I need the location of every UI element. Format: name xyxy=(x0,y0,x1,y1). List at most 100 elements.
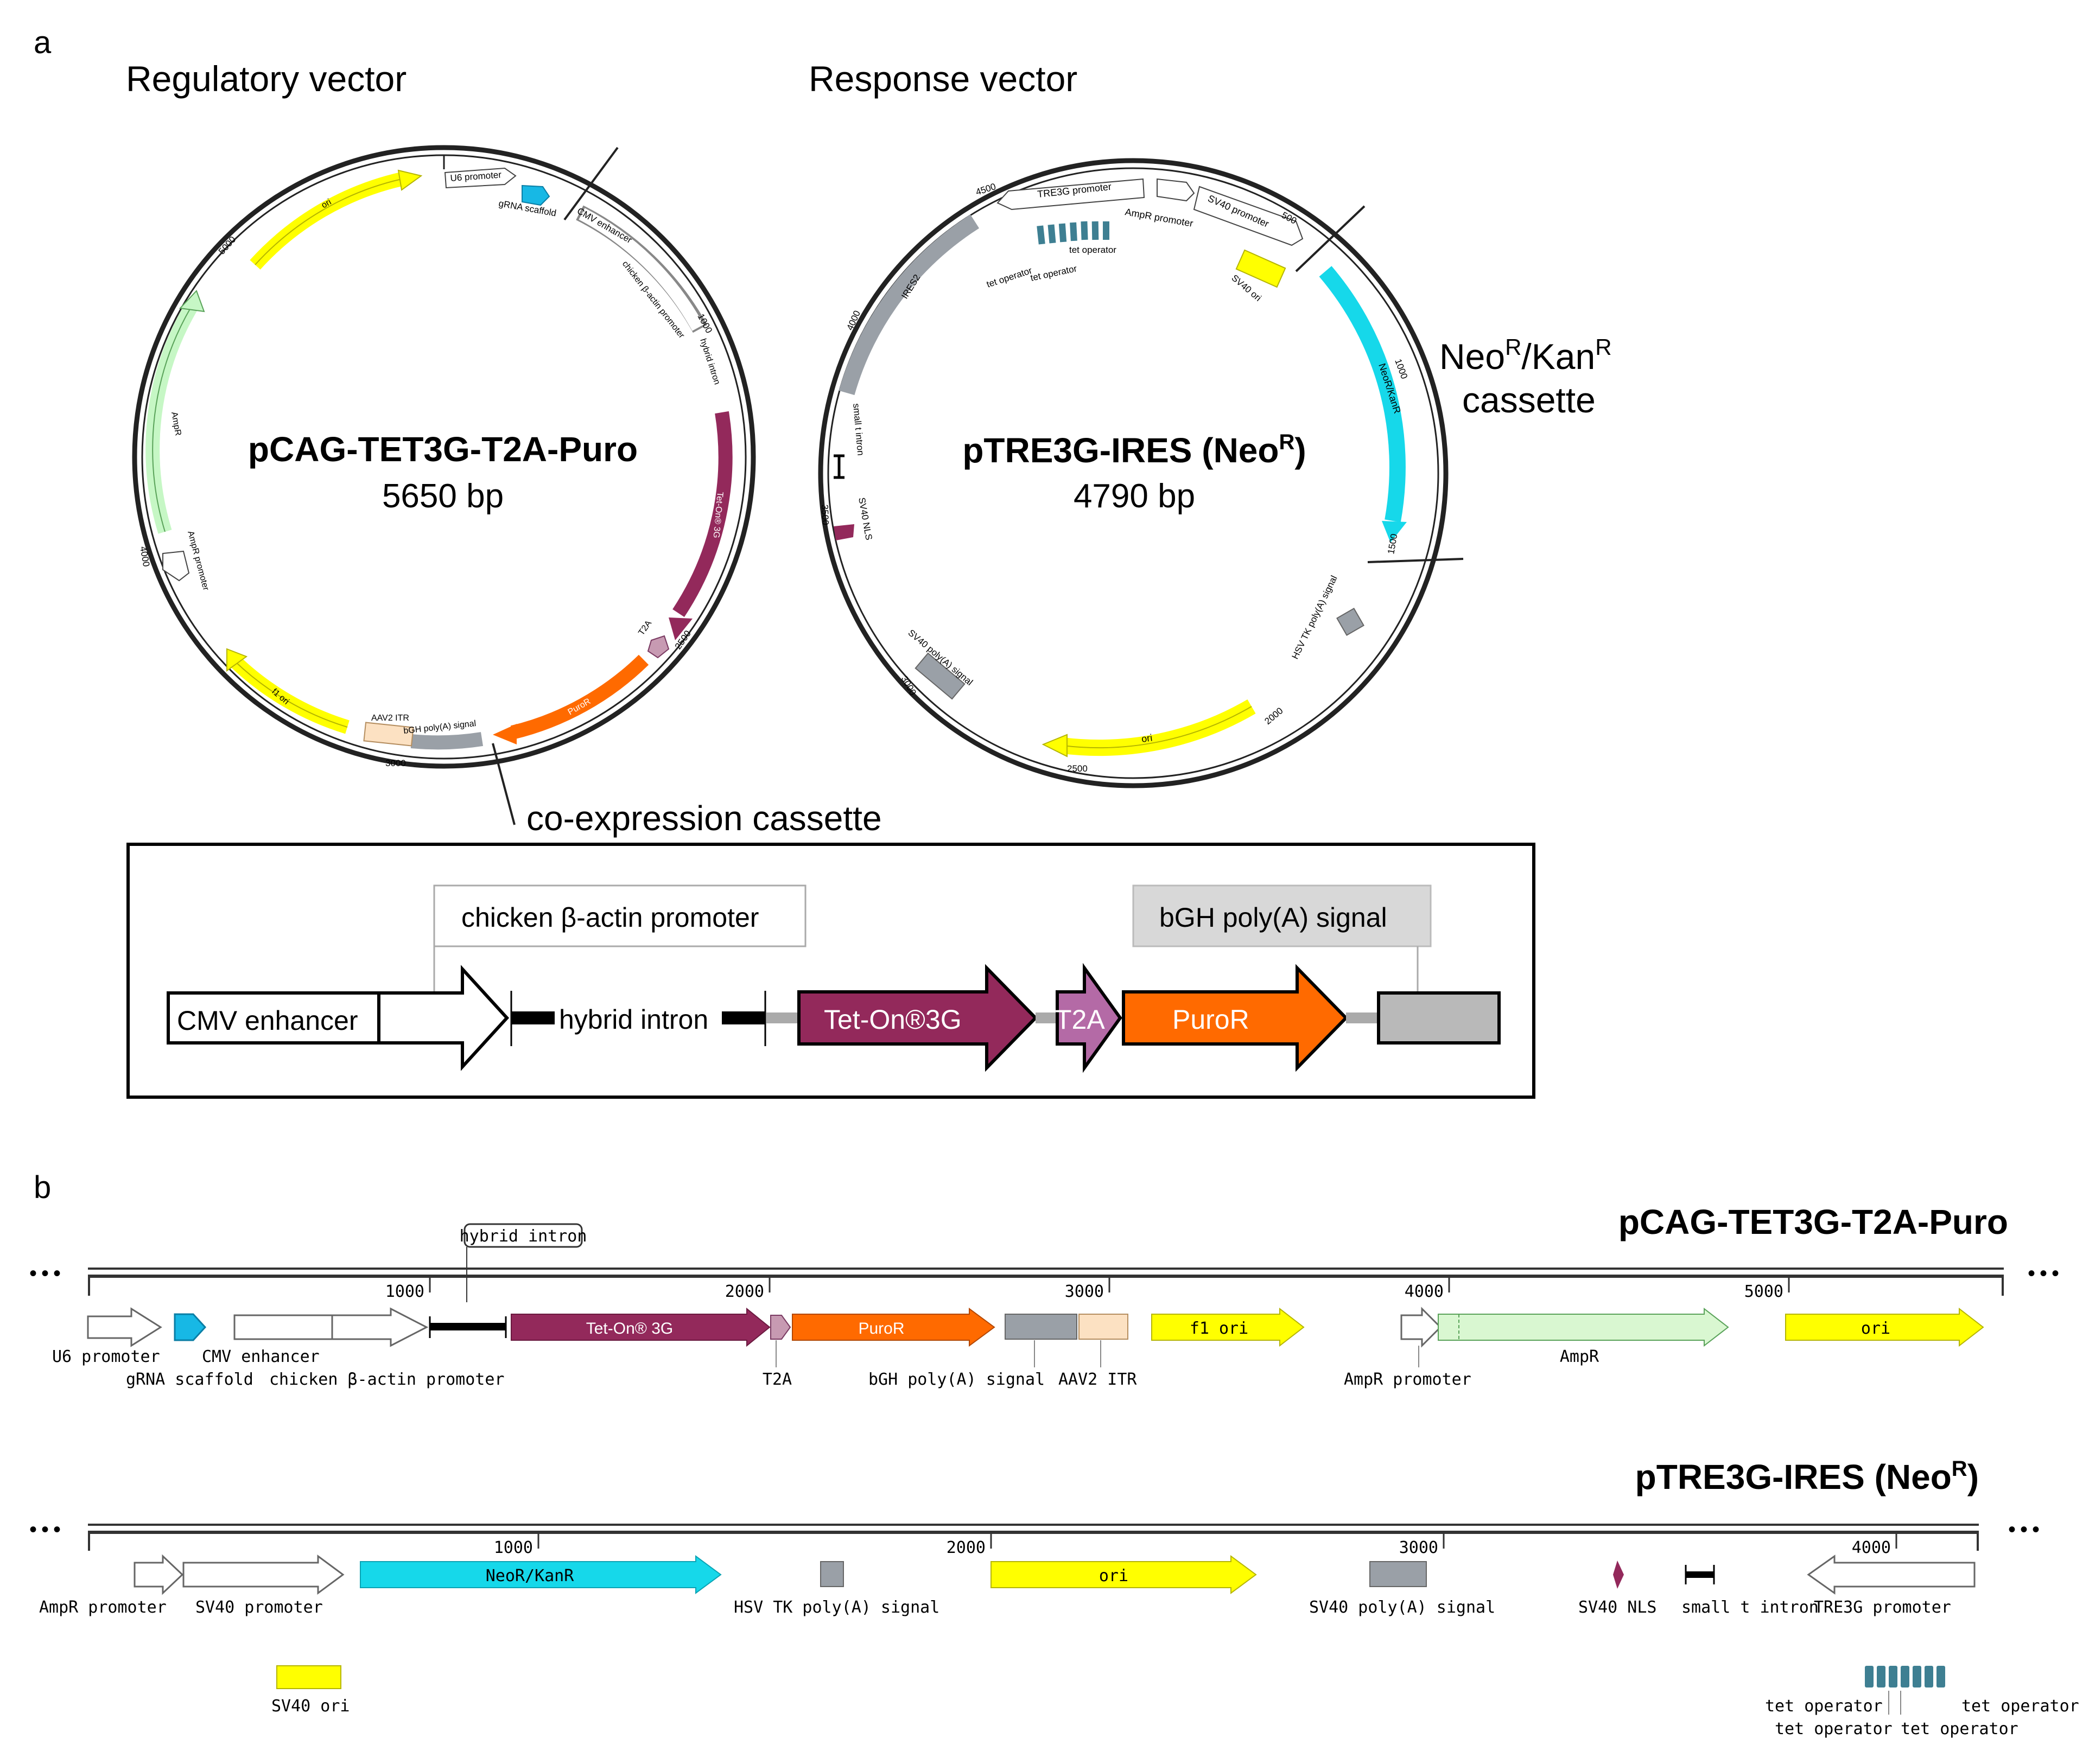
tick-2500-resp: 2500 xyxy=(1067,763,1088,774)
cmv-enhancer-label-circ: CMV enhancer xyxy=(575,206,634,245)
lin2-amppro xyxy=(134,1554,184,1595)
chicken-promoter-callout-text: chicken β-actin promoter xyxy=(461,902,759,933)
regulatory-plasmid-size: 5650 bp xyxy=(382,477,504,515)
sv40nls-circ xyxy=(834,524,854,540)
lin2-neokan-text: NeoR/KanR xyxy=(486,1566,574,1585)
bgh-box xyxy=(1377,991,1501,1045)
response-vector-heading: Response vector xyxy=(809,59,1077,99)
bgh-callout xyxy=(1132,884,1432,947)
lin1-u6 xyxy=(87,1307,162,1347)
lin1-u6-label: U6 promoter xyxy=(52,1347,160,1366)
lin1-f1ori-text: f1 ori xyxy=(1190,1319,1248,1338)
tet-operator-label-circ-2: tet operator xyxy=(1030,263,1078,283)
lin1-teton-text: Tet-On® 3G xyxy=(586,1320,674,1338)
lin1-teton xyxy=(511,1307,771,1347)
hsvtk-circ xyxy=(1336,608,1364,636)
linear-map1-title: pCAG-TET3G-T2A-Puro xyxy=(1618,1202,2008,1241)
lin2-tetop-label-1: tet operator xyxy=(1765,1697,1883,1716)
bgh-label-circ: bGH poly(A) signal xyxy=(403,719,477,736)
lin1-puror xyxy=(792,1308,995,1347)
lin2-sv40pa xyxy=(1369,1561,1427,1587)
lin2-tetop-label-4: tet operator xyxy=(1901,1720,2018,1738)
panel-label-b: b xyxy=(34,1170,51,1205)
linear2-ticks: 1000 2000 3000 4000 xyxy=(494,1532,1897,1557)
teton-arrow xyxy=(797,964,1038,1072)
neor-kanr-cassette-label: NeoR/KanR xyxy=(1439,334,1612,377)
lin1-ori-text: ori xyxy=(1861,1319,1890,1338)
lin1-ampr-label: AmpR xyxy=(1560,1347,1599,1366)
linear-map-pcag: pCAG-TET3G-T2A-Puro ••• ••• 1000 2000 30… xyxy=(29,1202,2059,1389)
chicken-promoter-callout xyxy=(433,884,807,947)
lin2-sv40ori xyxy=(276,1665,341,1689)
lin1-tick-3000: 3000 xyxy=(1065,1282,1104,1301)
lin2-tre3g xyxy=(1807,1555,1976,1595)
puror-arc xyxy=(510,654,649,740)
lin1-puror-text: PuroR xyxy=(858,1320,904,1338)
tick-1000-resp: 1000 xyxy=(1393,358,1409,380)
lin1-tick-2000: 2000 xyxy=(725,1282,764,1301)
ellipsis-left-2: ••• xyxy=(29,1518,65,1542)
lin2-sv40ori-label: SV40 ori xyxy=(271,1697,350,1716)
ori-label-circ-resp: ori xyxy=(1141,732,1153,744)
lin2-smallt xyxy=(1686,1571,1714,1578)
lin2-tick-4000: 4000 xyxy=(1852,1538,1891,1557)
regulatory-plasmid-map: U6 promoter gRNA scaffold CMV enhancer c… xyxy=(132,145,756,769)
aav2-label-circ: AAV2 ITR xyxy=(371,714,409,723)
lin1-aav2-label: AAV2 ITR xyxy=(1058,1370,1137,1389)
linear-map-ptre3g: pTRE3G-IRES (NeoR) ••• ••• 1000 2000 300… xyxy=(29,1457,2079,1738)
amppro-label-circ-resp: AmpR promoter xyxy=(1124,206,1194,229)
tick-3000-reg: 3000 xyxy=(385,758,406,768)
lin2-hsvtk xyxy=(820,1561,844,1587)
ires2-arc xyxy=(839,214,980,396)
aav2-itr-circ xyxy=(363,722,414,747)
coexpression-pointer xyxy=(492,743,516,825)
coexpression-title: co-expression cassette xyxy=(526,799,882,838)
lin1-bgh xyxy=(1005,1314,1077,1340)
lin1-amppro xyxy=(1400,1307,1442,1348)
ampr-label-circ: AmpR xyxy=(169,411,182,437)
teton-arc xyxy=(672,411,733,617)
lin2-sv40nls xyxy=(1613,1561,1624,1589)
regulatory-vector-heading: Regulatory vector xyxy=(126,59,407,99)
panel-label-a: a xyxy=(34,25,52,60)
lin1-t2a-label: T2A xyxy=(763,1370,792,1389)
t2a-circ xyxy=(647,635,670,659)
lin1-chicken-label: chicken β-actin promoter xyxy=(269,1370,504,1389)
lin1-tick-1000: 1000 xyxy=(385,1282,424,1301)
t2a-arrow xyxy=(1056,963,1122,1073)
lin2-neokan xyxy=(360,1555,722,1594)
lin1-cmv xyxy=(233,1307,429,1347)
lin2-sv40pro xyxy=(182,1555,345,1595)
lin2-sv40pa-label: SV40 poly(A) signal xyxy=(1309,1598,1495,1617)
lin1-f1ori xyxy=(1151,1307,1305,1347)
tet-operator-label-circ-1: tet operator xyxy=(985,265,1033,290)
tick-2000-resp: 2000 xyxy=(1262,705,1285,727)
lin1-cmv-label: CMV enhancer xyxy=(202,1347,320,1366)
linear1-ticks: 1000 2000 3000 4000 5000 xyxy=(385,1276,1790,1301)
ellipsis-left-1: ••• xyxy=(29,1262,65,1285)
lin2-smallt-label: small t intron xyxy=(1681,1598,1819,1617)
lin2-ori xyxy=(990,1555,1257,1594)
lin2-ori-text: ori xyxy=(1099,1566,1128,1585)
response-plasmid-map: TRE3G promoter 4500 AmpR promoter SV40 p… xyxy=(818,158,1464,788)
lin2-sv40nls-label: SV40 NLS xyxy=(1578,1598,1657,1617)
puror-text: PuroR xyxy=(1172,1004,1249,1035)
ellipsis-right-2: ••• xyxy=(2008,1518,2044,1542)
linear-map2-title: pTRE3G-IRES (NeoR) xyxy=(1635,1457,1979,1496)
bgh-callout-text: bGH poly(A) signal xyxy=(1159,902,1387,933)
lin2-tick-3000: 3000 xyxy=(1399,1538,1438,1557)
cassette-label-line2: cassette xyxy=(1462,380,1596,420)
lin2-hsvtk-label: HSV TK poly(A) signal xyxy=(734,1598,939,1617)
lin1-hybrid-bar xyxy=(430,1323,506,1330)
tet-operators-circ: tet operator tet operator tet operator xyxy=(985,221,1116,290)
t2a-text: T2A xyxy=(1055,1004,1105,1035)
u6-promoter-feature: U6 promoter xyxy=(444,167,517,189)
lin1-t2a xyxy=(770,1315,791,1340)
tick-3500-resp: 3500 xyxy=(820,504,830,525)
response-plasmid-size: 4790 bp xyxy=(1074,477,1195,515)
sv40nls-label-circ: SV40 NLS xyxy=(856,496,874,540)
tet-operator-label-circ-3: tet operator xyxy=(1069,245,1116,255)
cmv-enhancer-text: CMV enhancer xyxy=(177,1005,358,1036)
ori-arc-resp xyxy=(1062,699,1256,756)
t2a-label-circ: T2A xyxy=(637,619,653,637)
